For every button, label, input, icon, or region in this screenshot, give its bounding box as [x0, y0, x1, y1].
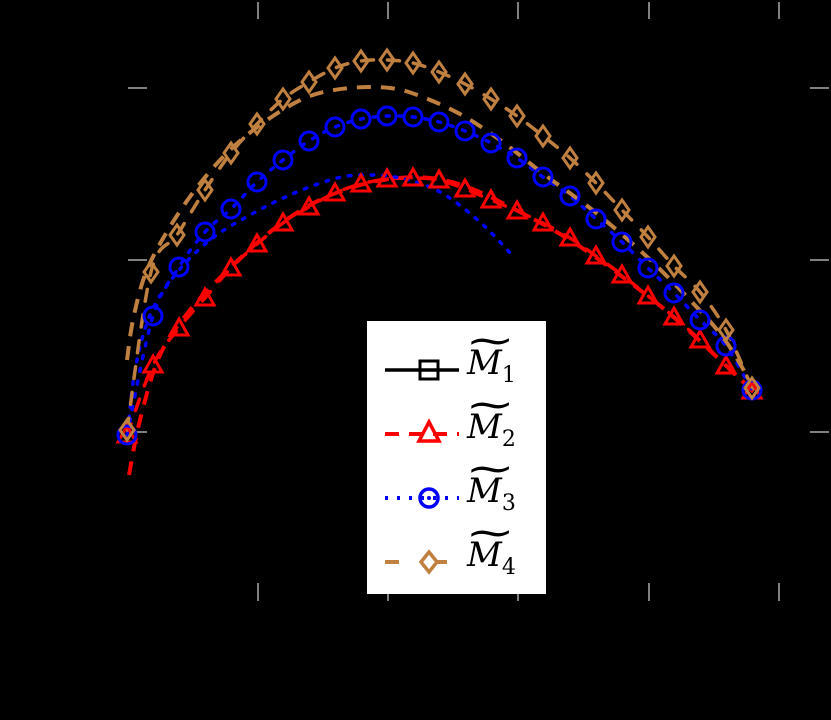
- legend-label-m4: ~M4: [465, 510, 516, 580]
- legend-label-m1: ~M1: [465, 318, 516, 388]
- series-markers: [115, 47, 764, 446]
- legend-item-m4: ~M4: [367, 510, 546, 591]
- legend-swatch-circle-icon: [385, 487, 459, 509]
- legend-swatch-diamond-icon: [385, 549, 447, 575]
- legend-label-m2: ~M2: [465, 382, 516, 452]
- legend-swatch-square-icon: [385, 359, 459, 381]
- legend-item-m2: ~M2: [367, 382, 546, 463]
- legend-swatch-triangle-icon: [385, 418, 459, 443]
- legend: ~M1 ~M2 ~M3 ~M4: [367, 318, 546, 594]
- legend-label-m3: ~M3: [465, 446, 516, 516]
- legend-item-m1: ~M1: [367, 318, 546, 399]
- legend-item-m3: ~M3: [367, 446, 546, 527]
